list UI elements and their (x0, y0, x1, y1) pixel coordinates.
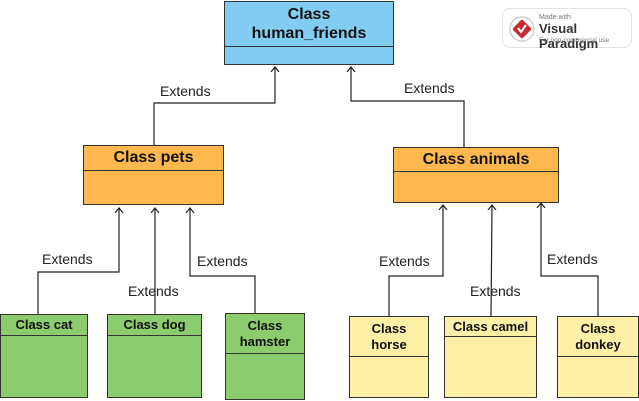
class-hamster-name: Class hamster (226, 314, 304, 354)
extends-label-pets: Extends (160, 83, 211, 99)
class-pets[interactable]: Class pets (83, 145, 224, 205)
class-donkey-name: Class donkey (558, 317, 638, 357)
connector-hamster-pets (190, 208, 256, 313)
visual-paradigm-badge: Made with Visual Paradigm For non-commer… (502, 8, 632, 51)
connector-donkey-animals (541, 203, 599, 316)
class-camel-name: Class camel (445, 317, 536, 337)
connector-pets-human-friends (153, 67, 275, 147)
class-dog-name: Class dog (108, 315, 201, 336)
extends-label-animals: Extends (404, 80, 455, 96)
class-horse[interactable]: Class horse (349, 316, 429, 398)
class-horse-name-line2: horse (371, 336, 407, 352)
class-hamster-name-line1: Class (247, 317, 283, 333)
watermark-note: For non-commercial use (539, 37, 610, 44)
class-human-friends[interactable]: Class human_friends (224, 1, 394, 65)
connector-horse-animals (388, 205, 443, 316)
visual-paradigm-logo-icon (509, 16, 535, 42)
class-pets-name: Class pets (84, 146, 223, 171)
class-human-friends-name-line2: human_friends (251, 25, 367, 42)
class-cat-name: Class cat (1, 315, 87, 336)
class-animals[interactable]: Class animals (393, 147, 559, 203)
class-hamster-name-line2: hamster (239, 333, 291, 349)
extends-label-hamster: Extends (197, 253, 248, 269)
extends-label-dog: Extends (128, 283, 179, 299)
class-dog[interactable]: Class dog (107, 314, 202, 398)
class-donkey-name-line1: Class (580, 320, 616, 336)
class-donkey-name-line2: donkey (575, 336, 621, 352)
watermark-made-with: Made with (539, 14, 571, 21)
class-human-friends-name: Class human_friends (225, 2, 393, 47)
extends-label-cat: Extends (42, 251, 93, 267)
extends-label-donkey: Extends (547, 251, 598, 267)
class-donkey[interactable]: Class donkey (557, 316, 639, 398)
class-horse-name-line1: Class (371, 320, 407, 336)
connector-cat-pets (37, 208, 119, 314)
extends-label-camel: Extends (470, 283, 521, 299)
watermark-brand: Visual Paradigm (539, 21, 599, 51)
connector-camel-animals (491, 205, 492, 317)
connector-animals-human-friends (351, 67, 465, 148)
extends-label-horse: Extends (379, 253, 430, 269)
class-hamster[interactable]: Class hamster (225, 313, 305, 400)
class-human-friends-name-line1: Class (287, 5, 331, 23)
class-cat[interactable]: Class cat (0, 314, 88, 398)
class-camel[interactable]: Class camel (444, 316, 537, 398)
class-horse-name: Class horse (350, 317, 428, 357)
class-animals-name: Class animals (394, 148, 558, 172)
